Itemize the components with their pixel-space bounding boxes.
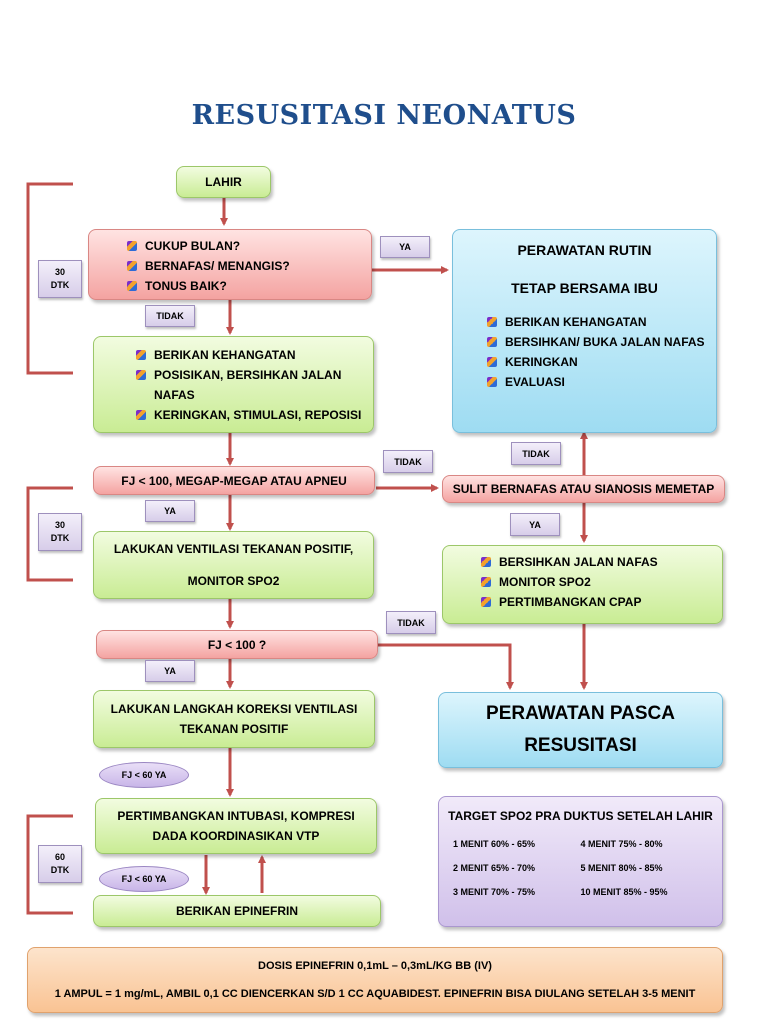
routine-care-item: EVALUASI	[487, 372, 716, 392]
airway-item: MONITOR SPO2	[481, 572, 722, 592]
node-sulit-bernafas-label: SULIT BERNAFAS ATAU SIANOSIS MEMETAP	[452, 482, 715, 496]
label-tidak: TIDAK	[383, 450, 433, 473]
spo2-target-grid: 1 MENIT 60% - 65% 4 MENIT 75% - 80% 2 ME…	[439, 839, 722, 897]
node-intubasi: PERTIMBANGKAN INTUBASI, KOMPRESI DADA KO…	[95, 798, 377, 854]
node-fj-check-label: FJ < 100, MEGAP-MEGAP ATAU APNEU	[121, 473, 347, 488]
spo2-entry: 10 MENIT 85% - 95%	[580, 887, 668, 897]
dosage-panel: DOSIS EPINEFRIN 0,1mL – 0,3mL/KG BB (IV)…	[27, 947, 723, 1013]
list-bullet-icon	[136, 350, 146, 360]
node-intubasi-line1: PERTIMBANGKAN INTUBASI, KOMPRESI	[117, 809, 355, 823]
spo2-entry: 2 MENIT 65% - 70%	[453, 863, 536, 873]
assessment-item: BERNAFAS/ MENANGIS?	[127, 256, 371, 276]
label-tidak: TIDAK	[511, 442, 561, 465]
initial-step-item: POSISIKAN, BERSIHKAN JALAN NAFAS	[136, 365, 365, 405]
spo2-entry: 4 MENIT 75% - 80%	[580, 839, 663, 849]
label-tidak: TIDAK	[386, 611, 436, 634]
label-ya: YA	[510, 513, 560, 536]
list-bullet-icon	[487, 377, 497, 387]
node-vtp-line1: LAKUKAN VENTILASI TEKANAN POSITIF,	[113, 542, 354, 556]
node-epinefrin-label: BERIKAN EPINEFRIN	[175, 904, 298, 918]
initial-step-item: KERINGKAN, STIMULASI, REPOSISI	[136, 405, 365, 425]
node-airway-support: BERSIHKAN JALAN NAFAS MONITOR SPO2 PERTI…	[442, 545, 723, 624]
arrow-fjcheck2-to-pasca	[378, 643, 514, 690]
list-bullet-icon	[127, 281, 137, 291]
spo2-target-panel: TARGET SPO2 PRA DUKTUS SETELAH LAHIR 1 M…	[438, 796, 723, 927]
list-bullet-icon	[487, 337, 497, 347]
label-fj-below-60: FJ < 60 YA	[99, 762, 189, 788]
node-assessment: CUKUP BULAN? BERNAFAS/ MENANGIS? TONUS B…	[88, 229, 372, 300]
list-bullet-icon	[127, 261, 137, 271]
routine-care-item: BERSIHKAN/ BUKA JALAN NAFAS	[487, 332, 716, 352]
node-pasca-resusitasi: PERAWATAN PASCA RESUSITASI	[438, 692, 723, 768]
dosage-line2: 1 AMPUL = 1 mg/mL, AMBIL 0,1 CC DIENCERK…	[54, 988, 696, 1000]
label-ya: YA	[145, 500, 195, 522]
airway-item: BERSIHKAN JALAN NAFAS	[481, 552, 722, 572]
node-vtp: LAKUKAN VENTILASI TEKANAN POSITIF, MONIT…	[93, 531, 374, 599]
spo2-target-title: TARGET SPO2 PRA DUKTUS SETELAH LAHIR	[448, 809, 713, 823]
list-bullet-icon	[481, 597, 491, 607]
assessment-item: TONUS BAIK?	[127, 276, 371, 296]
node-koreksi-line1: LAKUKAN LANGKAH KOREKSI VENTILASI	[110, 702, 358, 716]
spo2-entry: 5 MENIT 80% - 85%	[580, 863, 663, 873]
routine-care-item: KERINGKAN	[487, 352, 716, 372]
list-bullet-icon	[481, 557, 491, 567]
list-bullet-icon	[481, 577, 491, 587]
node-pasca-line1: PERAWATAN PASCA	[486, 703, 675, 724]
label-fj-below-60: FJ < 60 YA	[99, 866, 189, 892]
list-bullet-icon	[487, 317, 497, 327]
assessment-item: CUKUP BULAN?	[127, 236, 371, 256]
node-initial-steps: BERIKAN KEHANGATAN POSISIKAN, BERSIHKAN …	[93, 336, 374, 433]
spo2-entry: 3 MENIT 70% - 75%	[453, 887, 536, 897]
routine-care-subheading: TETAP BERSAMA IBU	[511, 280, 658, 296]
label-tidak: TIDAK	[145, 305, 195, 327]
node-lahir: LAHIR	[176, 166, 271, 198]
node-fj-check: FJ < 100, MEGAP-MEGAP ATAU APNEU	[93, 466, 375, 495]
dosage-line1: DOSIS EPINEFRIN 0,1mL – 0,3mL/KG BB (IV)	[258, 960, 492, 972]
airway-item: PERTIMBANGKAN CPAP	[481, 592, 722, 612]
node-pasca-line2: RESUSITASI	[524, 735, 637, 756]
node-koreksi-ventilasi: LAKUKAN LANGKAH KOREKSI VENTILASI TEKANA…	[93, 690, 375, 748]
list-bullet-icon	[127, 241, 137, 251]
node-vtp-line2: MONITOR SPO2	[187, 574, 280, 588]
node-fj-check2-label: FJ < 100 ?	[207, 637, 267, 652]
routine-care-heading: PERAWATAN RUTIN	[517, 242, 652, 258]
node-koreksi-line2: TEKANAN POSITIF	[179, 722, 289, 736]
list-bullet-icon	[487, 357, 497, 367]
spo2-entry: 1 MENIT 60% - 65%	[453, 839, 536, 849]
node-sulit-bernafas: SULIT BERNAFAS ATAU SIANOSIS MEMETAP	[442, 475, 725, 503]
page-title: RESUSITASI NEONATUS	[191, 100, 577, 131]
label-ya: YA	[380, 236, 430, 258]
node-lahir-label: LAHIR	[205, 175, 242, 189]
routine-care-item: BERIKAN KEHANGATAN	[487, 312, 716, 332]
list-bullet-icon	[136, 410, 146, 420]
node-epinefrin: BERIKAN EPINEFRIN	[93, 895, 381, 927]
initial-step-item: BERIKAN KEHANGATAN	[136, 345, 365, 365]
node-intubasi-line2: DADA KOORDINASIKAN VTP	[152, 829, 320, 843]
list-bullet-icon	[136, 370, 146, 380]
node-routine-care: PERAWATAN RUTIN TETAP BERSAMA IBU BERIKA…	[452, 229, 717, 433]
node-fj-check2: FJ < 100 ?	[96, 630, 378, 659]
label-ya: YA	[145, 660, 195, 682]
